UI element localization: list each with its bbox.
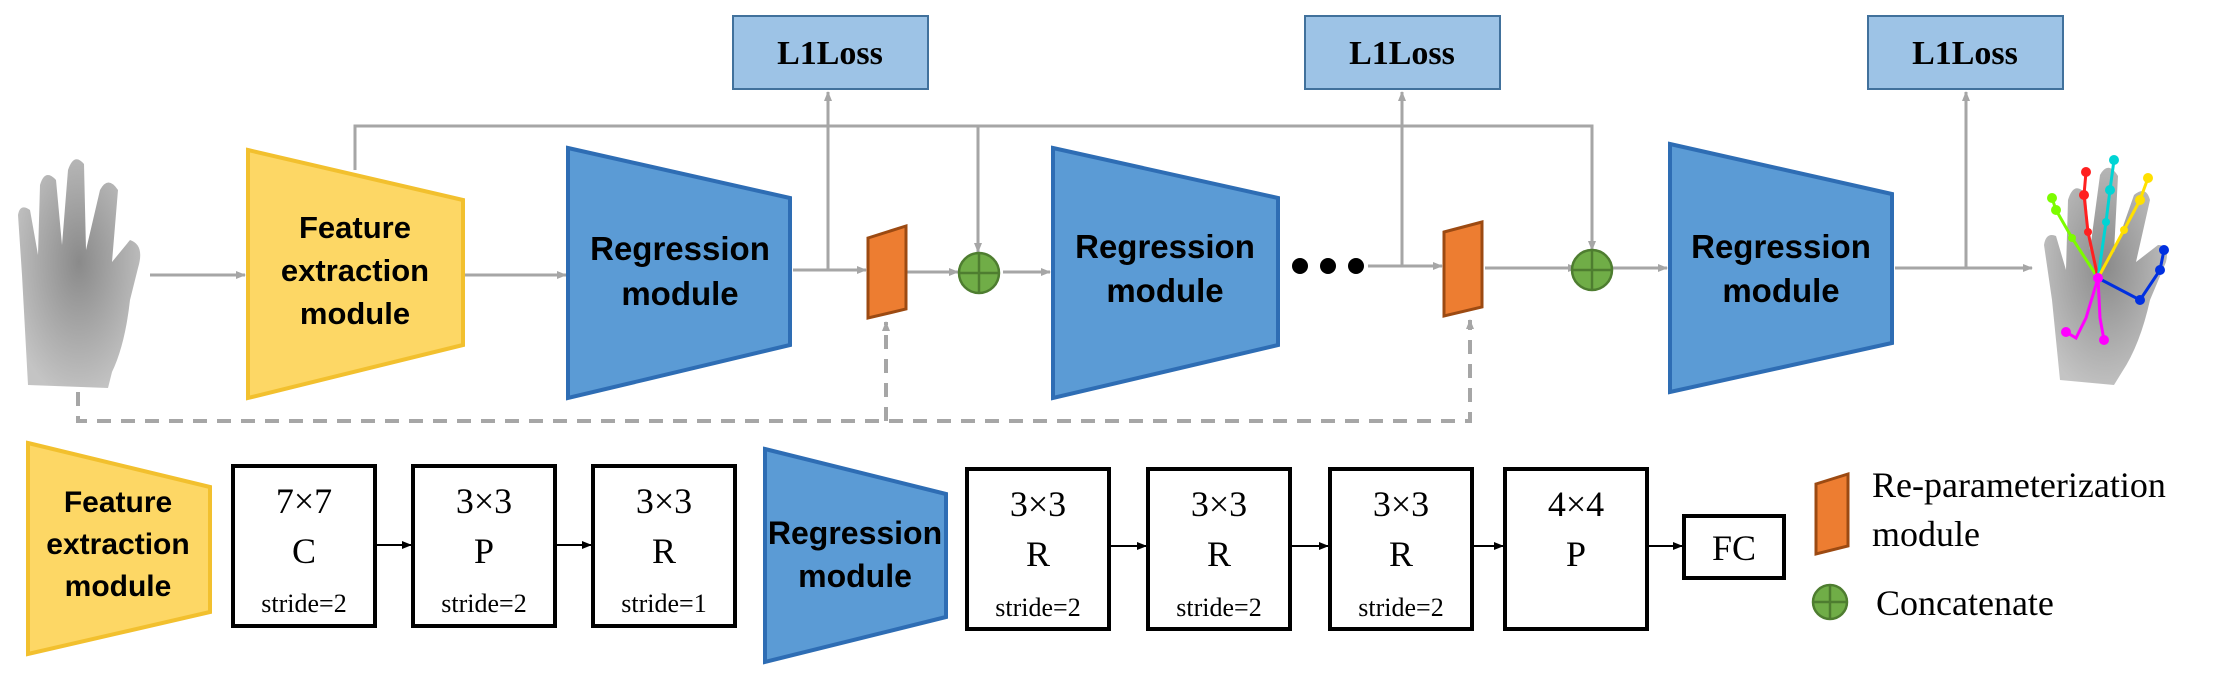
ellipsis-dots <box>1292 258 1364 274</box>
svg-text:3×3: 3×3 <box>1373 484 1429 524</box>
fc-layer-box: FC <box>1682 514 1786 580</box>
layer-box-4: 3×3 R stride=2 <box>965 467 1111 631</box>
reparameterization-module-2 <box>1442 220 1484 318</box>
svg-text:stride=2: stride=2 <box>261 589 346 618</box>
svg-text:Regression: Regression <box>1075 228 1255 265</box>
reparameterization-module-1 <box>866 223 908 320</box>
svg-text:module: module <box>1106 272 1223 309</box>
svg-text:module: module <box>798 558 912 594</box>
regression-module-3: Regression module <box>1668 141 1894 395</box>
output-hand-pose-image <box>2044 155 2169 385</box>
layer-box-3: 3×3 R stride=1 <box>591 464 737 628</box>
svg-text:R: R <box>1207 534 1231 574</box>
svg-text:extraction: extraction <box>46 528 189 561</box>
legend-reparameterization-label-line2: module <box>1872 514 1980 554</box>
input-skip-dashed-arrows <box>76 319 1474 423</box>
legend-reparameterization-icon <box>1814 471 1850 556</box>
svg-text:module: module <box>621 275 738 312</box>
connection-arrows <box>150 91 2033 279</box>
feature-module-label-line2: extraction <box>281 253 429 288</box>
svg-text:P: P <box>1566 534 1586 574</box>
svg-text:R: R <box>652 531 676 571</box>
legend-reparameterization-label-line1: Re-parameterization <box>1872 465 2166 505</box>
svg-text:stride=2: stride=2 <box>1176 593 1261 622</box>
legend: Re-parameterization module Concatenate <box>1811 465 2166 623</box>
input-depth-hand-image <box>18 159 141 388</box>
svg-text:stride=2: stride=2 <box>1358 593 1443 622</box>
layer-box-7: 4×4 P <box>1503 467 1649 631</box>
svg-text:C: C <box>292 531 316 571</box>
legend-concatenate-icon <box>1811 583 1849 621</box>
l1loss-box-3: L1Loss <box>1867 15 2064 90</box>
svg-text:3×3: 3×3 <box>456 481 512 521</box>
svg-text:P: P <box>474 531 494 571</box>
l1loss-box-1: L1Loss <box>732 15 929 90</box>
svg-text:7×7: 7×7 <box>276 481 332 521</box>
svg-text:L1Loss: L1Loss <box>1912 35 2018 72</box>
svg-text:3×3: 3×3 <box>636 481 692 521</box>
svg-text:module: module <box>1722 272 1839 309</box>
layer-box-6: 3×3 R stride=2 <box>1328 467 1474 631</box>
svg-text:Regression: Regression <box>590 230 770 267</box>
svg-text:stride=1: stride=1 <box>621 589 706 618</box>
concatenate-node-2 <box>1570 248 1614 292</box>
feature-module-label-line1: Feature <box>299 210 411 245</box>
feature-module-label-line3: module <box>300 296 410 331</box>
layer-box-1: 7×7 C stride=2 <box>231 464 377 628</box>
svg-text:Regression: Regression <box>1691 228 1871 265</box>
layer-box-2: 3×3 P stride=2 <box>411 464 557 628</box>
svg-text:Regression: Regression <box>768 515 942 551</box>
regression-module-detail: Regression module <box>763 446 948 665</box>
svg-text:L1Loss: L1Loss <box>1349 35 1455 72</box>
regression-module-1: Regression module <box>566 145 792 401</box>
svg-text:4×4: 4×4 <box>1548 484 1604 524</box>
svg-text:Feature: Feature <box>64 486 172 519</box>
l1loss-box-2: L1Loss <box>1304 15 1501 90</box>
legend-concatenate-label: Concatenate <box>1876 583 2054 623</box>
layer-box-5: 3×3 R stride=2 <box>1146 467 1292 631</box>
feature-extraction-module-detail: Feature extraction module <box>26 440 212 657</box>
detail-arrows <box>376 541 1683 550</box>
svg-text:R: R <box>1026 534 1050 574</box>
concatenate-node-1 <box>957 251 1001 295</box>
svg-text:stride=2: stride=2 <box>441 589 526 618</box>
svg-text:L1Loss: L1Loss <box>777 35 883 72</box>
svg-text:R: R <box>1389 534 1413 574</box>
svg-text:FC: FC <box>1712 528 1756 568</box>
svg-text:stride=2: stride=2 <box>995 593 1080 622</box>
svg-text:3×3: 3×3 <box>1191 484 1247 524</box>
feature-extraction-module: Feature extraction module <box>246 147 465 401</box>
regression-module-2: Regression module <box>1051 145 1280 401</box>
svg-text:3×3: 3×3 <box>1010 484 1066 524</box>
svg-text:module: module <box>65 570 172 603</box>
